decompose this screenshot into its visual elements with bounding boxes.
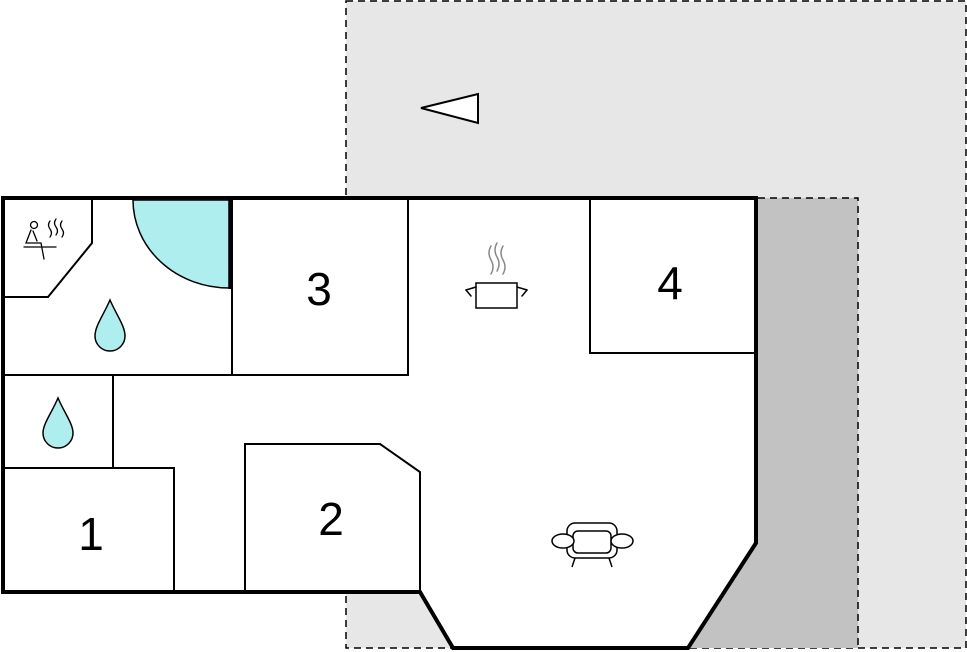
cooking-pot-icon (465, 242, 528, 309)
room-4-label: 4 (657, 257, 683, 309)
shower-area (132, 199, 230, 289)
room-3-label: 3 (306, 263, 332, 315)
sofa-icon (551, 522, 634, 568)
water-drop-icon (94, 298, 126, 352)
covered-terrace-border (758, 197, 859, 648)
sauna-icon (23, 218, 65, 260)
house-outline (1, 196, 758, 650)
covered-terrace-area (688, 198, 858, 648)
water-drop-icon (42, 396, 74, 449)
room-2-label: 2 (318, 493, 344, 545)
room-1-label: 1 (78, 508, 104, 560)
north-arrow-icon (420, 92, 479, 125)
interior-walls (3, 198, 756, 592)
